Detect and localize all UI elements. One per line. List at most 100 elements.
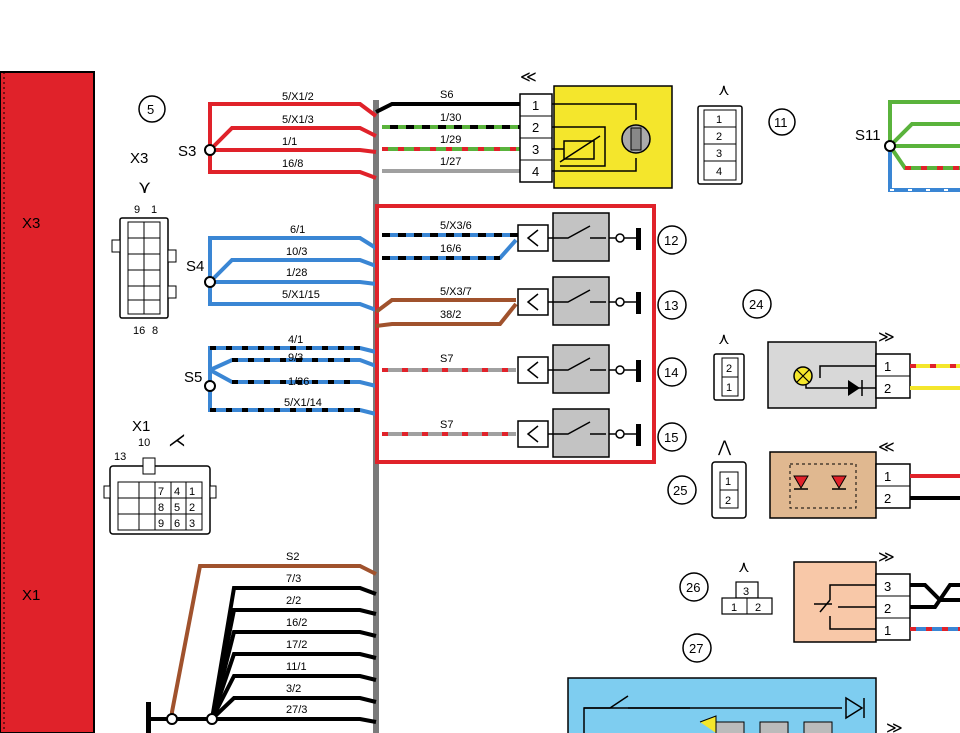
svg-text:⋏: ⋏ [718,82,730,99]
s3-wire-group: 5/X1/2 5/X1/3 1/1 16/8 S3 [178,91,378,180]
conn11-pin-2: 2 [716,131,722,143]
svg-text:≪: ≪ [520,69,537,86]
s5-wire-group: 4/1 9/3 1/26 5/X1/14 S5 [184,334,377,416]
s5-wire-4: 5/X1/14 [284,397,322,409]
lamp-pin-1: 1 [884,359,891,374]
motor-pin-1: 1 [532,98,539,113]
conn24-pin-1: 1 [726,382,732,394]
s6-wire-2: 1/30 [440,112,461,124]
s2-wire-5: 11/1 [286,661,307,673]
sw15-wire: S7 [440,419,453,431]
callout-15: 15 [664,430,678,445]
conn26-pin-2: 2 [755,602,761,614]
switch-12 [517,212,641,262]
sw12-wire-1: 5/X3/6 [440,220,472,232]
conn26-pin-1: 1 [731,602,737,614]
throttle-motor-component: ≪ 1 2 3 4 [519,69,673,189]
s2-wire-7: 27/3 [286,704,307,716]
x1-connector: X1 ⋌ 13 10 7 4 1 8 5 2 9 6 3 [103,418,217,535]
sw12-wires: 5/X3/6 16/6 [382,220,520,260]
splice-s4: S4 [186,258,204,275]
s5-wire-2: 9/3 [288,352,303,364]
callout-13: 13 [664,298,678,313]
relay-pin-3: 3 [884,579,891,594]
x1-pin-10: 10 [138,437,150,449]
callout-12: 12 [664,233,678,248]
s5-wire-3: 1/26 [288,376,309,388]
s3-wire-1: 5/X1/2 [282,91,314,103]
motor-pin-3: 3 [532,142,539,157]
s11-wire-group: S11 [855,100,960,192]
callout-11: 11 [774,115,788,130]
switch-13 [517,276,641,326]
conn11-pin-1: 1 [716,114,722,126]
s2-wire-4: 17/2 [286,639,307,651]
s2-wire-2: 2/2 [286,595,301,607]
connector-11: ⋏ 1 2 3 4 [697,82,743,185]
lamp-pin-2: 2 [884,381,891,396]
s4-wire-group: 6/1 10/3 1/28 5/X1/15 S4 [186,224,378,312]
relay-component: ≫ 3 2 1 [793,549,960,643]
sw13-wire-1: 5/X3/7 [440,286,472,298]
diode-pin-1: 1 [884,469,891,484]
s2-wire-6: 3/2 [286,683,301,695]
s2-wire-3: 16/2 [286,617,307,629]
svg-text:⋏: ⋏ [718,331,730,348]
conn25-pin-1: 1 [725,476,731,488]
callout-26: 26 [686,580,700,595]
x1-label: X1 [132,418,150,435]
svg-text:⋀: ⋀ [717,439,732,456]
highlight-box [375,204,656,464]
sw13-wires: 5/X3/7 38/2 [374,286,518,328]
x1-grid-3: 3 [189,518,195,530]
switch-15 [517,408,641,458]
svg-text:≫: ≫ [878,329,895,346]
svg-text:≫: ≫ [878,549,895,566]
x1-grid-7: 7 [158,486,164,498]
s6-wire-3: 1/29 [440,134,461,146]
diode-pin-2: 2 [884,491,891,506]
sw13-wire-2: 38/2 [440,309,461,321]
x1-grid-4: 4 [174,486,180,498]
motor-pin-2: 2 [532,120,539,135]
callout-14: 14 [664,365,678,380]
relay-pin-2: 2 [884,601,891,616]
s4-wire-3: 1/28 [286,267,307,279]
connector-26: ⋏ 3 1 2 [721,559,773,615]
x3-pin-16: 16 [133,325,145,337]
callout-27: 27 [689,641,703,656]
callout-24: 24 [749,297,763,312]
s5-wire-1: 4/1 [288,334,303,346]
x1-pin-13: 13 [114,451,126,463]
s4-wire-1: 6/1 [290,224,305,236]
x1-grid-1: 1 [189,486,195,498]
sw12-wire-2: 16/6 [440,243,461,255]
splice-s3: S3 [178,143,196,160]
sw14-wires: S7 [382,353,516,372]
callout-25: 25 [673,483,687,498]
x1-grid-9: 9 [158,518,164,530]
splice-s11: S11 [855,127,881,144]
s4-wire-4: 5/X1/15 [282,289,320,301]
s2-label: S2 [286,551,299,563]
x3-bar-label: X3 [22,215,40,232]
s6-wire-4: 1/27 [440,156,461,168]
x3-connector: X3 ⋎ 9 1 16 8 [111,150,177,337]
s6-label: S6 [440,89,453,101]
switch-14 [517,344,641,394]
motor-pin-4: 4 [532,164,539,179]
conn24-pin-2: 2 [726,363,732,375]
conn11-pin-3: 3 [716,148,722,160]
x1-grid-6: 6 [174,518,180,530]
diode-component: ≪ 1 2 [769,439,960,519]
x3-pin-1: 1 [151,204,157,216]
x3-pin-8: 8 [152,325,158,337]
callout-5: 5 [147,102,154,117]
x1-grid-5: 5 [174,502,180,514]
svg-text:≪: ≪ [878,439,895,456]
s3-wire-4: 16/8 [282,158,303,170]
lamp-component: ≫ 1 2 [767,329,960,409]
ecu-connector-bar: X3 X1 [0,71,95,733]
x1-grid-2: 2 [189,502,195,514]
